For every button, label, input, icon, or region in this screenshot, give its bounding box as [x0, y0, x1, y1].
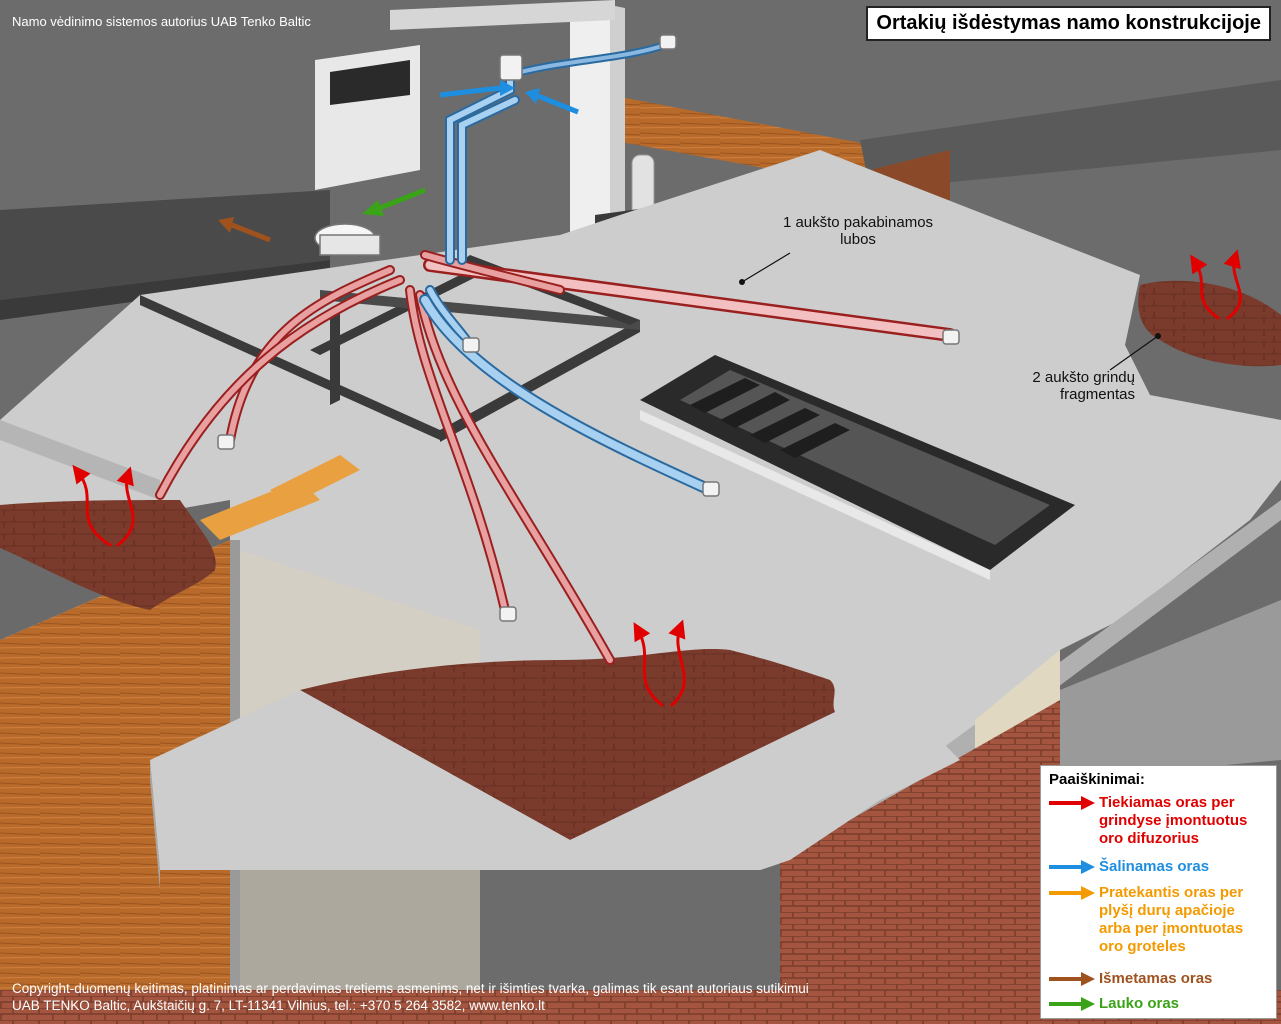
arrow-icon: [1049, 886, 1095, 900]
floor-fragments: [0, 280, 1281, 890]
vent-diffusers: [217, 34, 960, 622]
supply-ducts: [155, 250, 957, 665]
legend-text: grindyse įmontuotus: [1099, 812, 1248, 829]
ceiling-label-line1: 1 aukšto pakabinamos: [782, 214, 934, 231]
legend-title: Paaiškinimai:: [1049, 771, 1145, 788]
legend-text: Tiekiamas oras per: [1099, 794, 1235, 811]
title-box: Ortakių išdėstymas namo konstrukcijoje: [866, 6, 1271, 41]
supply-flow-arrows: [72, 249, 1242, 707]
legend-text: oro groteles: [1099, 938, 1186, 955]
page-title: Ortakių išdėstymas namo konstrukcijoje: [876, 12, 1261, 34]
legend-text: Pratekantis oras per: [1099, 884, 1244, 901]
ceiling-label-line2: lubos: [840, 231, 876, 248]
copyright-notice: Copyright-duomenų keitimas, platinimas a…: [12, 980, 809, 1014]
legend-text: Šalinamas oras: [1099, 858, 1210, 875]
scene-arrow-exhaust: [218, 217, 271, 243]
legend-text: arba per įmontuotas: [1099, 920, 1244, 937]
floor2-label: 2 aukšto grindų fragmentas: [965, 369, 1135, 403]
stair-opening: [640, 355, 1075, 580]
legend-text: plyšį durų apačioje: [1099, 902, 1235, 919]
legend-text: Išmetamas oras: [1099, 970, 1213, 987]
scene-arrow-extract: [439, 80, 579, 115]
legend-text: oro difuzorius: [1099, 830, 1199, 847]
ceiling-label: 1 aukšto pakabinamos lubos: [758, 214, 958, 248]
arrow-icon: [1049, 997, 1095, 1011]
author-credit: Namo vėdinimo sistemos autorius UAB Tenk…: [12, 14, 311, 29]
floor2-label-line1: 2 aukšto grindų: [1032, 369, 1135, 386]
arrow-icon: [1049, 796, 1095, 810]
ceiling-pointer: [741, 252, 791, 283]
copyright-line2: UAB TENKO Baltic, Aukštaičių g. 7, LT-11…: [12, 998, 545, 1013]
copyright-line1: Copyright-duomenų keitimas, platinimas a…: [12, 981, 809, 996]
arrow-icon: [1049, 972, 1095, 986]
floor2-label-line2: fragmentas: [1059, 386, 1135, 403]
floor2-pointer: [1109, 335, 1159, 371]
scene-arrow-outdoor: [362, 187, 426, 216]
legend-text: Lauko oras: [1099, 995, 1180, 1012]
legend: Paaiškinimai: Tiekiamas oras per grindys…: [1040, 765, 1277, 1019]
arrow-icon: [1049, 860, 1095, 874]
